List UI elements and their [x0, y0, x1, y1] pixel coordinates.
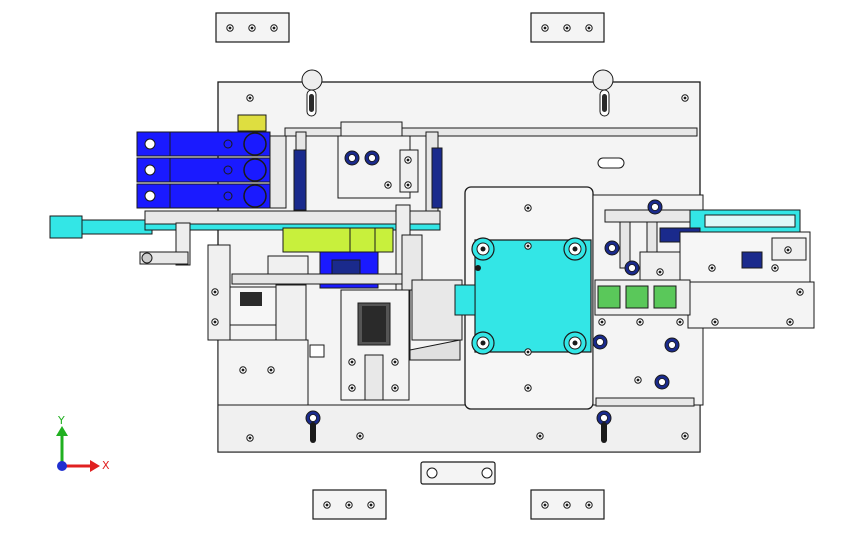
- top-rail-frame: [284, 127, 698, 221]
- right-mechanism: [592, 194, 815, 407]
- upper-slide-block: [337, 121, 419, 199]
- lime-plate: [282, 227, 394, 253]
- axis-x-label: X: [102, 459, 110, 472]
- blue-cylinder-stack: [136, 114, 287, 209]
- left-frame: [207, 244, 325, 406]
- cyan-left-rod: [49, 210, 441, 266]
- blue-slider: [231, 251, 403, 289]
- top-left-bracket: [215, 12, 290, 43]
- bottom-left-bracket: [312, 489, 387, 520]
- axis-triad-icon: Y X: [56, 414, 110, 472]
- axis-y-label: Y: [57, 414, 65, 427]
- top-right-bracket: [530, 12, 605, 43]
- bottom-center-bracket: [420, 461, 496, 485]
- cyan-clamp: [454, 237, 592, 356]
- center-lower-block: [340, 279, 463, 401]
- bottom-right-bracket: [530, 489, 605, 520]
